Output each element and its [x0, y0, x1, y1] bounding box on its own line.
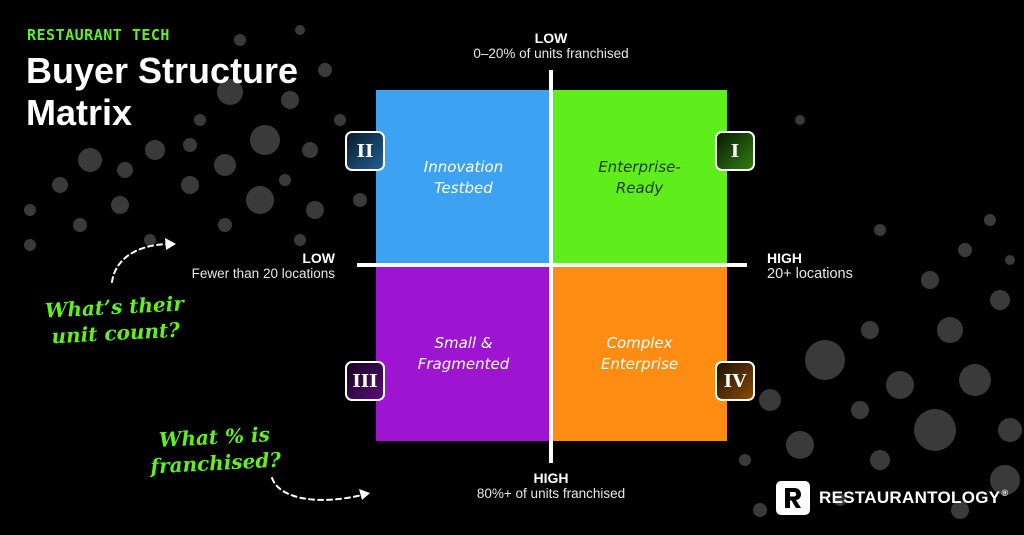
quadrant-enterprise-ready: Enterprise- Ready [552, 90, 727, 265]
quadrant-label-line-2: Fragmented [417, 354, 510, 373]
quadrant-label: Small & Fragmented [399, 333, 529, 375]
title-line-1: Buyer Structure [26, 50, 299, 91]
title-line-2: Matrix [26, 92, 133, 133]
quadrant-label-line-2: Enterprise [600, 354, 679, 373]
axis-label-bottom: HIGH 80%+ of units franchised [426, 470, 676, 501]
quadrant-innovation-testbed: Innovation Testbed [376, 90, 551, 265]
quadrant-label: Complex Enterprise [575, 333, 705, 375]
axis-label-bottom-sub: 80%+ of units franchised [476, 486, 626, 501]
brand-name-text: RESTAURANTOLOGY [819, 488, 1001, 507]
quadrant-label-line-1: Innovation [423, 157, 504, 176]
brand-name: RESTAURANTOLOGY® [819, 488, 1008, 508]
quadrant-label-line-1: Complex [606, 333, 673, 352]
quadrant-small-fragmented: Small & Fragmented [376, 266, 551, 441]
quadrant-badge-iii: III [345, 361, 385, 401]
axis-label-right-head: HIGH [767, 250, 802, 266]
axis-label-left-head: LOW [302, 250, 335, 266]
r-logo-glyph-icon [785, 488, 801, 508]
annotation-franchised: What % is franchised? [139, 420, 292, 480]
quadrant-badge-iv: IV [715, 361, 755, 401]
quadrant-label-line-2: Testbed [434, 178, 493, 197]
quadrant-badge-ii: II [345, 131, 385, 171]
registered-mark: ® [1001, 488, 1009, 499]
quadrant-label-line-2: Ready [615, 178, 664, 197]
axis-label-bottom-head: HIGH [533, 470, 569, 486]
r-logo-icon [776, 481, 810, 515]
axis-label-top-sub: 0–20% of units franchised [473, 46, 629, 61]
quadrant-label: Enterprise- Ready [575, 157, 705, 199]
axis-label-left: LOW Fewer than 20 locations [150, 250, 335, 281]
axis-label-right: HIGH 20+ locations [767, 250, 927, 282]
axis-label-top-head: LOW [534, 30, 568, 46]
annotation-unit-count: What’s their unit count? [39, 290, 192, 350]
quadrant-label: Innovation Testbed [399, 157, 529, 199]
page-title: Buyer Structure Matrix [26, 50, 298, 134]
axis-label-top: LOW 0–20% of units franchised [451, 30, 651, 61]
brand-logo-lockup: RESTAURANTOLOGY® [776, 481, 1008, 515]
kicker-label: RESTAURANT TECH [27, 26, 170, 44]
quadrant-label-line-1: Small & [434, 333, 493, 352]
axis-label-right-sub: 20+ locations [767, 266, 853, 282]
quadrant-badge-i: I [715, 131, 755, 171]
axis-label-left-sub: Fewer than 20 locations [191, 266, 335, 281]
quadrant-complex-enterprise: Complex Enterprise [552, 266, 727, 441]
quadrant-label-line-1: Enterprise- [598, 157, 681, 176]
horizontal-axis [357, 263, 747, 267]
